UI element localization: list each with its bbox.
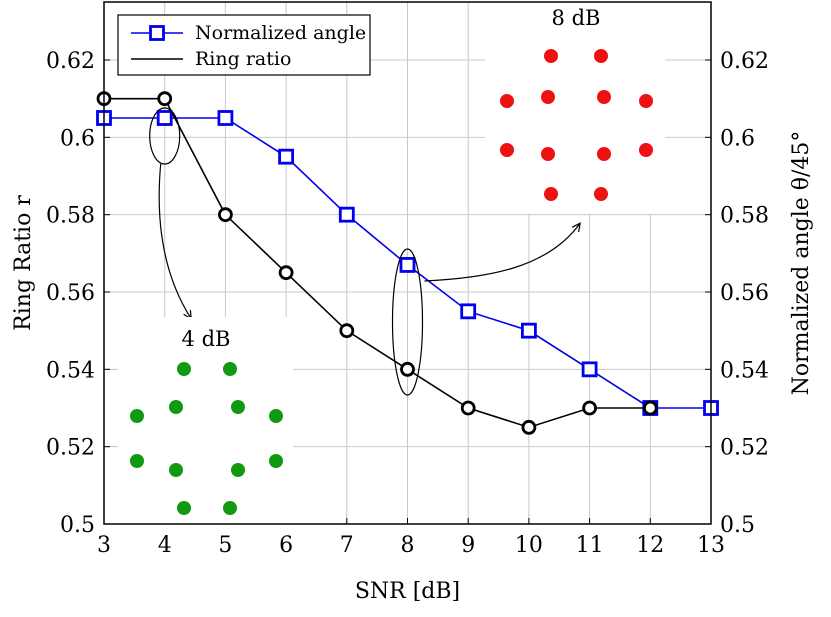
y-right-tick-label: 0.54 [720,358,769,383]
data-point [278,265,294,281]
data-point [521,322,537,339]
y-right-tick-label: 0.5 [720,513,755,538]
y-left-tick-label: 0.6 [60,126,95,151]
y-left-tick-label: 0.5 [60,513,95,538]
constellation-dot [594,187,608,201]
data-point [217,207,233,223]
legend-label: Normalized angle [195,22,366,44]
constellation-dot [269,454,283,468]
x-axis-label: SNR [dB] [355,579,460,604]
constellation-dot [544,187,558,201]
callout-ellipse-8db [391,248,424,396]
constellation-dot [541,90,555,104]
constellation-dot [130,409,144,423]
data-point [642,400,658,416]
constellation-dot [177,501,191,515]
y-right-tick-label: 0.52 [720,436,769,461]
data-point [581,361,598,378]
y-left-tick-label: 0.56 [46,281,95,306]
y-axis-right-label: Normalized angle θ/45° [789,131,814,396]
y-left-tick-label: 0.54 [46,358,95,383]
data-point [399,257,416,273]
x-tick-label: 7 [340,533,354,558]
x-tick-label: 12 [636,533,664,558]
series-layer [96,91,719,435]
y-right-tick-label: 0.6 [720,126,755,151]
callout-ellipse-4db [149,107,181,165]
constellation-dot [597,147,611,161]
x-tick-label: 13 [697,533,725,558]
constellation-dot [639,143,653,157]
x-tick-label: 8 [401,533,415,558]
data-point [582,400,597,416]
data-point [157,91,173,107]
constellation-dot [231,400,245,414]
constellation-dot [269,409,283,423]
callout-arrow-8db [424,224,580,282]
constellation-dot [130,454,144,468]
callout-arrow-4db [158,163,191,318]
constellation-dot [500,94,514,108]
x-tick-label: 11 [576,533,604,558]
insets: 4 dB 8 dB [118,2,665,532]
data-point [521,419,537,435]
y-right-tick-label: 0.62 [720,49,769,74]
series-line [104,97,651,429]
legend-label: Ring ratio [195,48,291,70]
y-right-tick-label: 0.56 [720,281,769,306]
legend-marker [149,25,165,41]
x-tick-label: 10 [515,533,543,558]
inset-title: 8 dB [552,6,601,30]
constellation-dot [541,147,555,161]
y-right-tick-label: 0.58 [720,204,769,229]
y-axis-left-label: Ring Ratio r [11,195,36,331]
inset-title: 4 dB [182,327,231,351]
constellation-dot [231,463,245,477]
y-left-tick-label: 0.62 [46,49,95,74]
data-point [400,361,415,377]
constellation-dot [544,49,558,63]
x-tick-label: 3 [97,533,111,558]
series-2 [96,91,658,435]
inset-background [485,2,665,214]
inset-8db: 8 dB [485,2,665,214]
constellation-dot [169,400,183,414]
constellation-dot [223,501,237,515]
x-tick-label: 5 [218,533,232,558]
x-tick-label: 4 [158,533,172,558]
inset-4db: 4 dB [118,317,293,532]
data-point [338,206,355,223]
callouts [149,107,580,396]
legend-box [117,14,371,76]
data-point [156,110,173,126]
constellation-dot [639,94,653,108]
data-point [278,148,295,165]
x-tick-label: 6 [279,533,293,558]
data-point [339,323,355,339]
y-left-tick-label: 0.58 [46,204,95,229]
data-point [460,303,477,320]
constellation-dot [177,362,191,376]
plot-frame [103,1,712,525]
constellation-dot [223,362,237,376]
data-point [217,110,234,126]
x-tick-label: 9 [461,533,475,558]
constellation-dot [594,49,608,63]
constellation-dot [597,90,611,104]
constellation-dot [500,143,514,157]
y-left-tick-label: 0.52 [46,436,95,461]
inset-background [118,317,293,532]
data-point [460,400,476,416]
constellation-dot [169,463,183,477]
